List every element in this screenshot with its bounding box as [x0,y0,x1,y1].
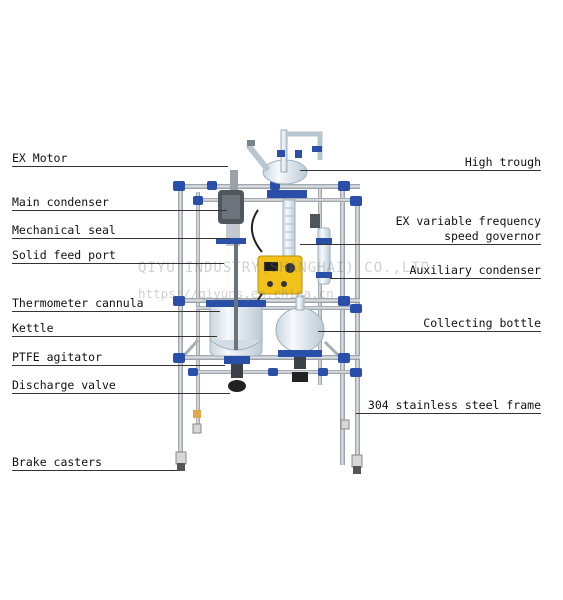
leader-solid-feed-port [12,263,224,264]
leader-thermometer-cannula [12,311,220,312]
label-high-trough: High trough [464,155,541,169]
steel-frame [176,184,362,470]
label-solid-feed-port: Solid feed port [12,248,116,262]
label-brake-casters: Brake casters [12,455,103,469]
brake-casters [175,410,363,474]
label-auxiliary-condenser: Auxiliary condenser [409,263,541,277]
leader-brake-casters [12,470,178,471]
leader-discharge-valve [12,393,230,394]
leader-auxiliary-condenser [330,278,541,279]
collecting-bottle [275,295,325,382]
leader-main-condenser [12,210,227,211]
label-stainless-frame: 304 stainless steel frame [367,398,541,412]
watermark-company: QIYU INDUSTRY(SHANGHAI) CO.,LTD [138,260,431,276]
label-collecting-bottle: Collecting bottle [423,316,541,330]
auxiliary-condenser [310,214,332,285]
label-discharge-valve: Discharge valve [12,378,116,392]
label-kettle: Kettle [12,321,54,335]
label-ex-variable-frequency: EX variable frequency [395,214,541,228]
label-speed-governor: speed governor [444,229,541,243]
leader-mechanical-seal [12,238,230,239]
leader-stainless-frame [356,413,541,414]
label-thermometer-cannula: Thermometer cannula [12,296,144,310]
label-mechanical-seal: Mechanical seal [12,223,116,237]
leader-speed-governor [300,244,541,245]
frame-clamps [173,181,362,377]
watermark-url: https://qiyuns.en.china.cn [138,286,334,301]
leader-ex-motor [12,166,228,167]
label-ptfe-agitator: PTFE agitator [12,350,103,364]
leader-kettle [12,336,217,337]
leader-ptfe-agitator [12,365,225,366]
leader-collecting-bottle [318,331,541,332]
main-condenser [251,199,296,263]
top-glassware [245,129,323,198]
label-ex-motor: EX Motor [12,151,68,165]
leader-high-trough [300,170,541,171]
kettle-vessel [206,244,266,392]
motor [216,170,246,246]
label-main-condenser: Main condenser [12,195,109,209]
